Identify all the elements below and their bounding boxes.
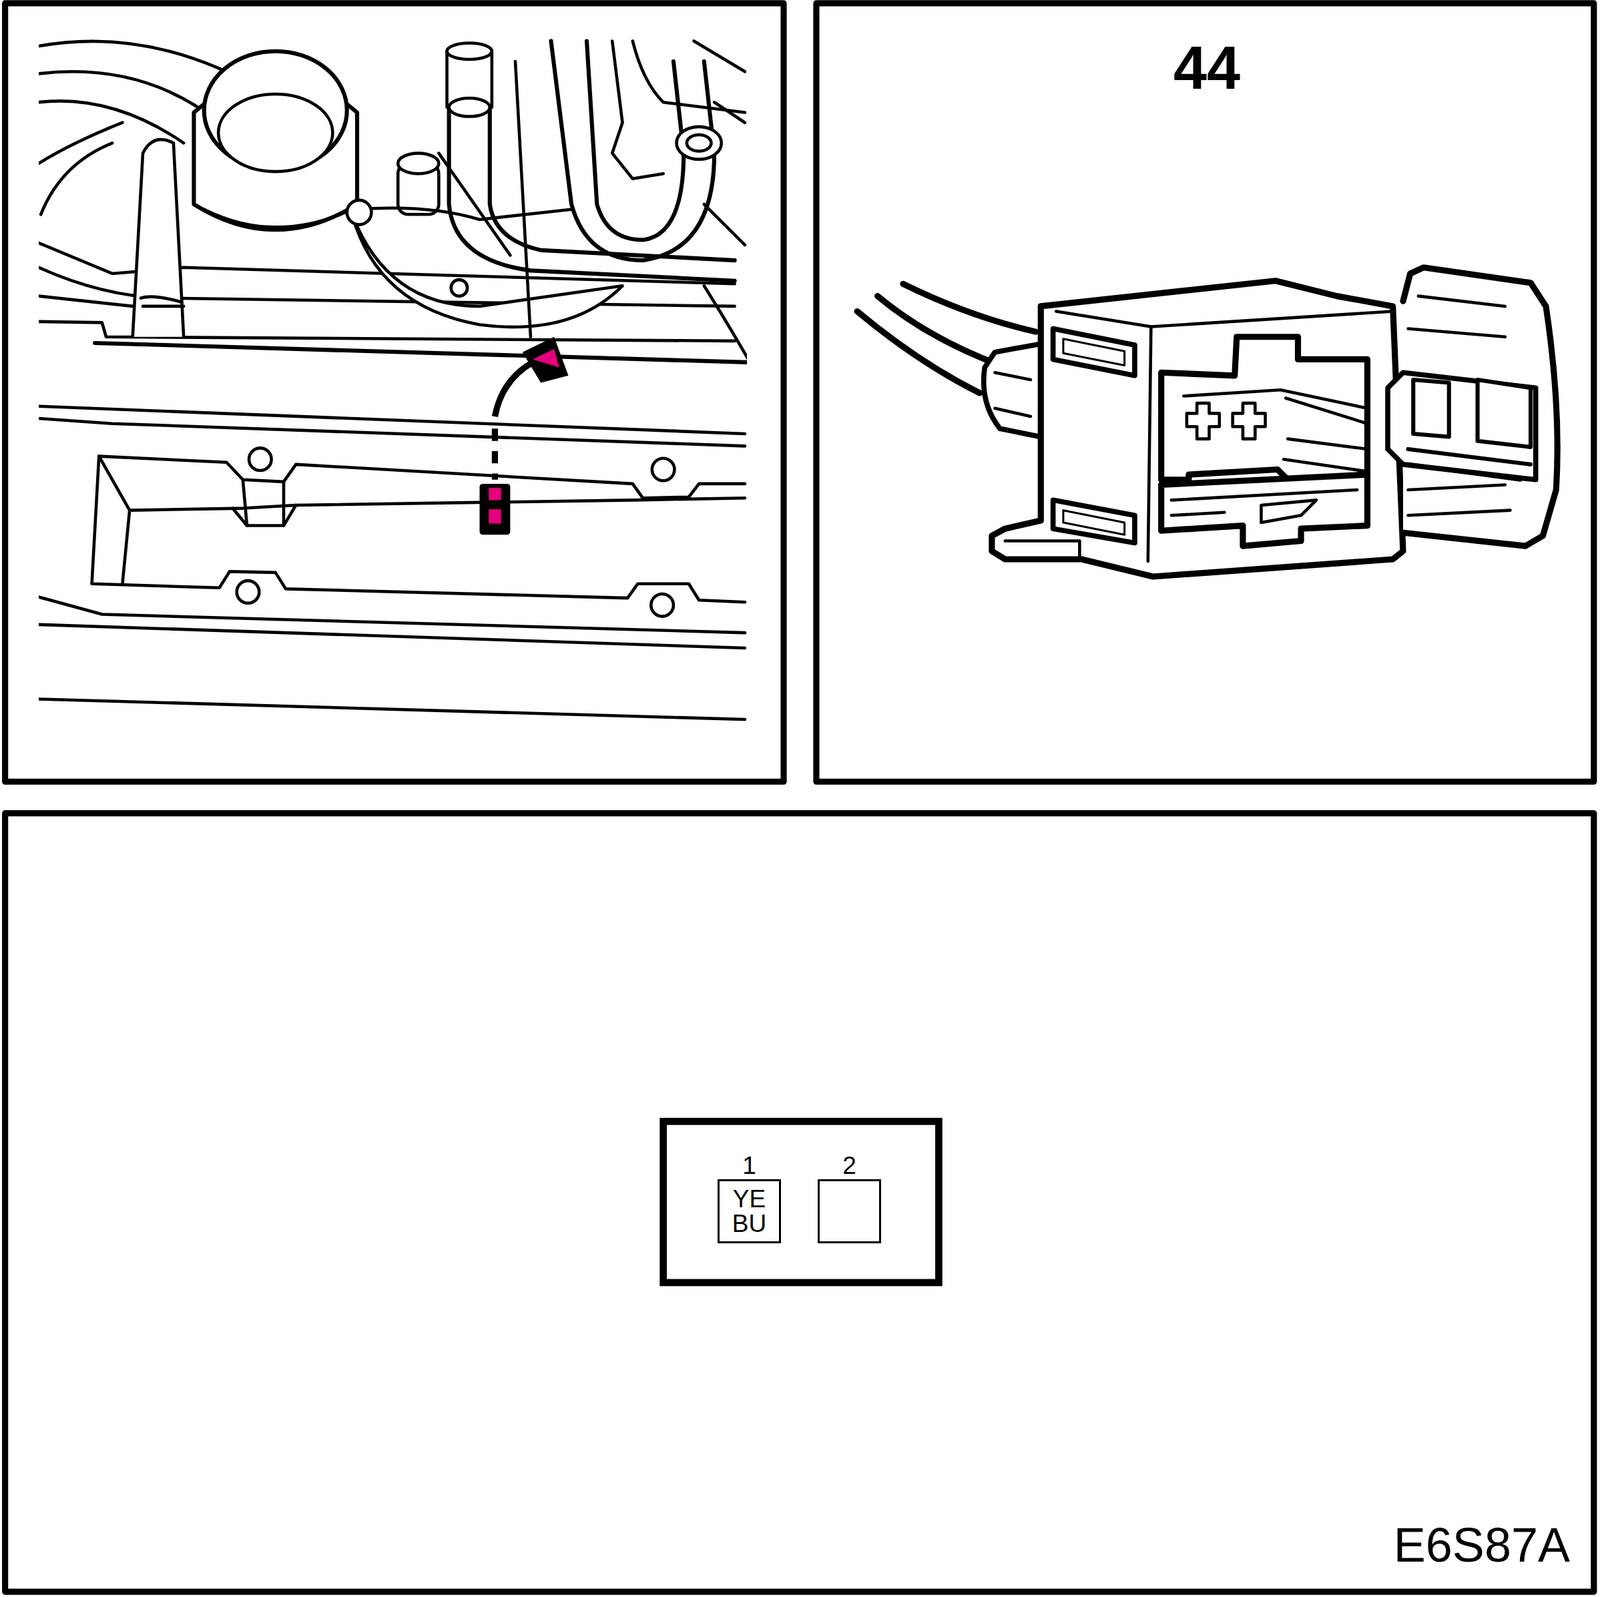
engine-bay-drawing-part <box>38 624 745 649</box>
connector-drawing-part <box>1148 326 1152 562</box>
engine-bay-drawing-part <box>447 42 492 59</box>
connector-face-part <box>663 1121 940 1283</box>
engine-bay-drawing-part <box>714 102 745 123</box>
figure-code: E6S87A <box>1393 1519 1570 1572</box>
engine-bay-drawing-part <box>347 200 372 225</box>
engine-bay-drawing-part <box>632 40 745 113</box>
panel-frame-part <box>5 3 784 782</box>
engine-bay-drawing-part <box>98 456 130 585</box>
engine-bay-drawing-part <box>129 497 745 510</box>
engine-bay-drawing-part <box>283 505 296 526</box>
engine-bay-drawing-part <box>686 134 712 151</box>
connector-drawing-part <box>1005 541 1081 561</box>
engine-bay-drawing-part <box>397 153 439 175</box>
connector-drawing-part <box>903 283 1036 332</box>
connector-drawing-part <box>1063 510 1125 536</box>
connector-drawing-part <box>1161 337 1368 480</box>
pin-cell: 1YE BU <box>717 1179 781 1244</box>
engine-bay-drawing-part <box>357 208 572 220</box>
connector-drawing-part <box>991 281 1404 577</box>
engine-bay-drawing-part <box>232 508 247 526</box>
engine-bay-drawing-part <box>515 61 531 338</box>
wire-color: YE BU <box>728 1186 770 1237</box>
connector-drawing-part <box>1053 499 1135 543</box>
wire-color-wrap: YE BU <box>719 1181 779 1242</box>
engine-bay-drawing-part <box>586 40 684 240</box>
pin-cell: 2 <box>817 1179 882 1244</box>
connector-drawing-part <box>1055 311 1393 328</box>
engine-bay-drawing-part <box>132 139 184 338</box>
engine-bay-drawing-part <box>650 594 674 617</box>
engine-bay-drawing-part <box>38 406 745 434</box>
engine-bay-drawing-part <box>40 142 113 215</box>
location-arrow-part <box>488 509 501 524</box>
connector-drawing-part <box>1408 449 1531 480</box>
engine-bay-drawing-part <box>38 100 184 143</box>
engine-bay-drawing-part <box>142 305 184 309</box>
pin-number: 2 <box>806 1152 893 1181</box>
engine-bay-drawing-part <box>694 40 745 72</box>
engine-bay-drawing-part <box>449 98 490 117</box>
connector-drawing-part <box>1232 403 1266 440</box>
engine-bay-drawing-part <box>204 209 353 228</box>
engine-bay-drawing-part <box>236 580 260 604</box>
connector-drawing <box>857 267 1558 577</box>
engine-bay-drawing-part <box>242 479 284 526</box>
engine-bay-drawing-part <box>38 418 745 446</box>
connector-drawing-part <box>994 372 1031 417</box>
location-arrow-part <box>532 349 560 368</box>
engine-bay-drawing-part <box>218 94 333 172</box>
engine-bay-drawing-part <box>438 153 510 256</box>
engine-bay-drawing-part <box>94 343 747 363</box>
connector-drawing-part <box>1171 489 1358 523</box>
engine-bay-drawing-part <box>676 126 722 160</box>
callout-number: 44 <box>1173 35 1241 102</box>
connector-drawing-part <box>1387 372 1536 480</box>
connector-drawing-part <box>1161 474 1368 547</box>
connector-drawing-part <box>1183 389 1368 472</box>
engine-bay-drawing-part <box>704 204 745 245</box>
pin-number: 1 <box>706 1152 793 1181</box>
engine-bay-drawing-part <box>451 279 468 296</box>
location-arrow-part <box>491 428 498 480</box>
location-arrow <box>479 337 569 536</box>
engine-bay-drawing-part <box>38 698 745 720</box>
location-arrow-part <box>494 362 533 417</box>
connector-drawing-part <box>857 311 980 394</box>
panel-frame-part <box>5 813 1594 1592</box>
connector-drawing-part <box>1186 403 1220 440</box>
engine-bay-drawing-part <box>38 296 133 307</box>
connector-drawing-part <box>1063 339 1125 366</box>
connector-face <box>663 1121 940 1283</box>
engine-bay-drawing-part <box>652 458 675 482</box>
panel-frame <box>5 3 1594 1592</box>
connector-drawing-part <box>1413 379 1531 448</box>
location-arrow-part <box>488 487 501 500</box>
engine-bay-drawing-part <box>248 447 272 471</box>
location-arrow-part <box>522 337 569 384</box>
engine-bay-drawing-part <box>704 285 747 363</box>
engine-bay-drawing <box>38 40 747 720</box>
engine-bay-drawing-part <box>98 456 745 499</box>
engine-bay-drawing-part <box>92 456 745 603</box>
engine-bay-drawing-part <box>140 297 182 303</box>
panel-frame-part <box>816 3 1594 782</box>
connector-drawing-part <box>1053 329 1135 376</box>
location-arrow-part <box>479 483 510 535</box>
